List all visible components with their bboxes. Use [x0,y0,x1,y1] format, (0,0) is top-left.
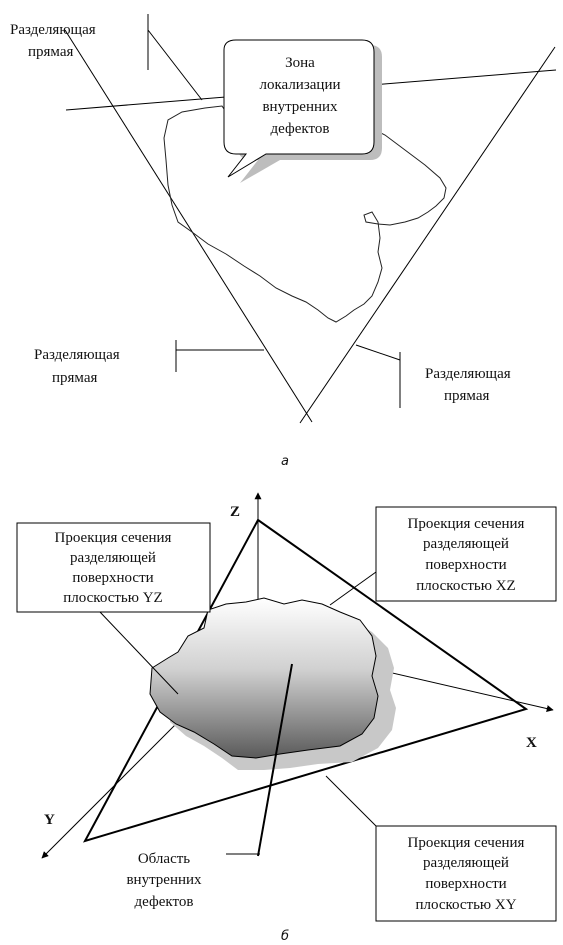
label-bottom-left-line-2: прямая [52,370,97,386]
box-xy-line-1: Проекция сечения [408,835,525,851]
bubble-line-2: локализации [259,77,340,93]
defect-zone-contour [163,105,447,323]
label-top-left-line-1: Разделяющая [10,22,96,38]
label-top-left-line-2: прямая [28,44,73,60]
speech-bubble [223,39,375,178]
bubble-line-3: внутренних [262,99,338,115]
label-bottom-right-line-1: Разделяющая [425,366,511,382]
box-xy-line-4: плоскостью XY [415,897,516,913]
box-xz [375,506,557,602]
box-xy-line-2: разделяющей [423,855,509,871]
box-xz-line-3: поверхности [425,557,506,573]
box-xy-leader [325,775,377,827]
bubble-line-4: дефектов [271,121,330,137]
box-xz-line-4: плоскостью XZ [416,578,515,594]
caption-a: а [281,454,289,469]
separating-line-left [64,29,313,423]
leader-bottom-right-diag [355,344,401,361]
box-yz-line-3: поверхности [72,570,153,586]
separating-line-right [299,46,556,424]
axis-x-label: X [526,735,537,751]
region-label-line-1: Область [138,851,190,867]
box-yz-leader [99,611,179,695]
region-label-line-3: дефектов [135,894,194,910]
diagram-b: Z X Y Проекция сечения разделяющей повер… [16,492,557,944]
box-yz-line-1: Проекция сечения [55,530,172,546]
diagram-a: Зона локализации внутренних дефектов Раз… [10,14,557,469]
box-yz-line-4: плоскостью YZ [63,590,162,606]
box-xz-line-2: разделяющей [423,536,509,552]
axis-z-label: Z [230,504,240,520]
region-label-line-2: внутренних [126,872,202,888]
region-pointer [257,663,293,857]
box-xz-leader [329,571,377,606]
leader-top-left-diag [147,29,203,101]
label-bottom-right-line-2: прямая [444,388,489,404]
bubble-line-1: Зона [285,55,315,71]
box-xy [375,825,557,922]
box-yz-line-2: разделяющей [70,550,156,566]
caption-b: б [281,929,289,944]
box-yz [16,522,211,613]
axis-y-label: Y [44,812,55,828]
label-bottom-left-line-1: Разделяющая [34,347,120,363]
box-xy-line-3: поверхности [425,876,506,892]
box-xz-line-1: Проекция сечения [408,516,525,532]
